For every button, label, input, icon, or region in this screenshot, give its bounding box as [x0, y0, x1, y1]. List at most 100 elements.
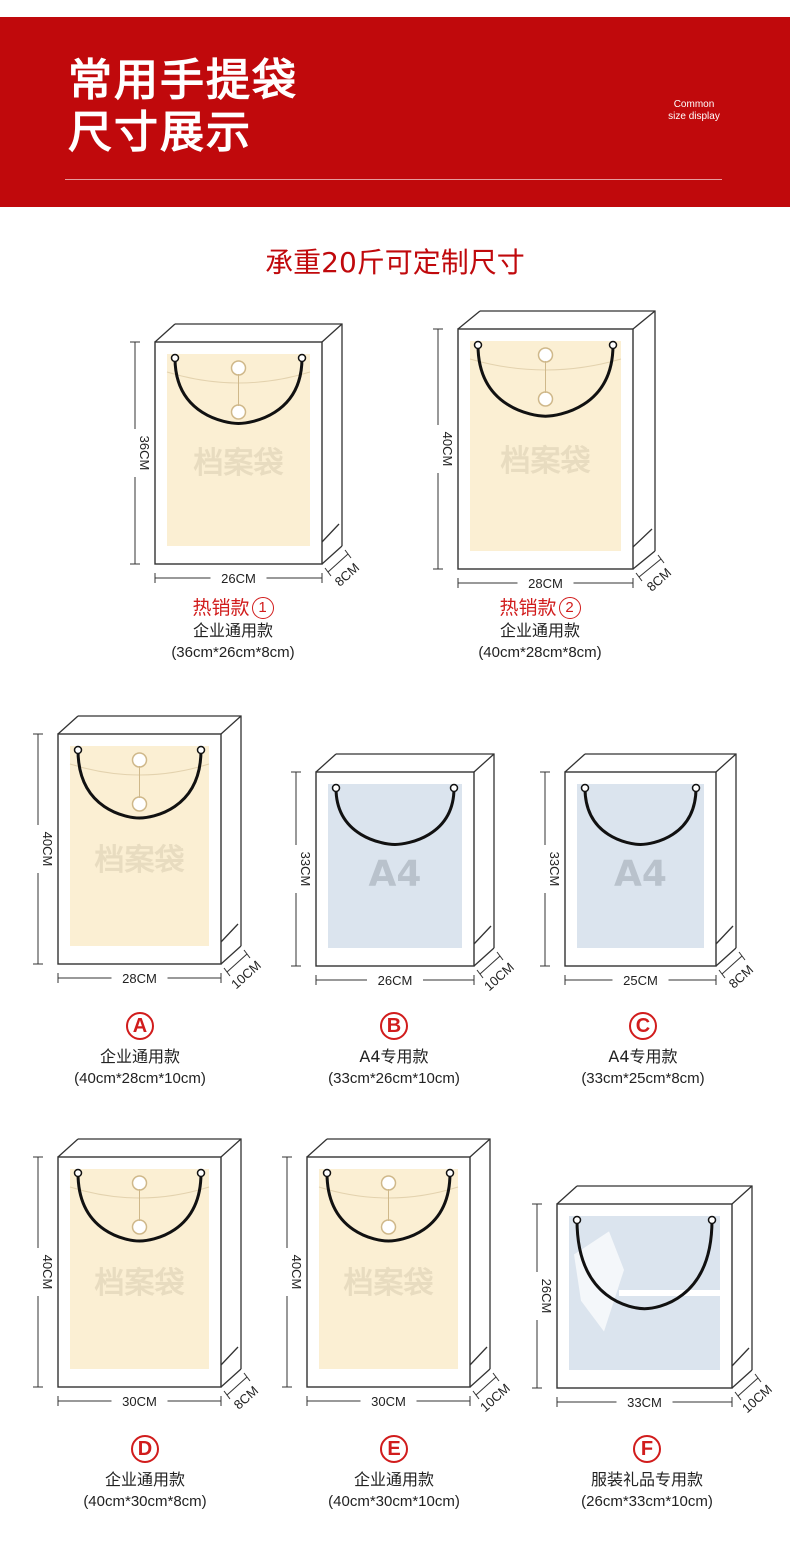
button-closure-icon: [131, 1219, 148, 1235]
dimension-tick: [734, 1391, 742, 1401]
hot-seller-text: 热销款: [192, 597, 250, 619]
bag-gusset-fold: [632, 528, 653, 548]
dimension-tick: [754, 1373, 762, 1383]
button-closure-icon: [230, 404, 247, 420]
bag-content-panel: [328, 784, 462, 948]
label-mask: [30, 825, 46, 873]
height-label: 40CM: [289, 1255, 304, 1290]
width-label: 25CM: [623, 973, 658, 988]
height-label: 40CM: [440, 432, 455, 467]
rope-handle-icon: [325, 1172, 452, 1243]
eyelet-icon: [449, 783, 459, 793]
bag-bottom-right-edge: [220, 1368, 242, 1388]
dimension-tick: [492, 1372, 500, 1382]
hot-seller-number: 2: [558, 597, 581, 619]
bag-content-label: 档案袋: [194, 446, 284, 481]
label-mask: [517, 574, 574, 592]
eyelet-icon: [196, 745, 206, 755]
button-closure-icon: [230, 360, 247, 376]
button-closure-icon: [380, 1219, 397, 1235]
bag-top-right-edge: [632, 310, 656, 330]
depth-dimension-line: [475, 1376, 497, 1396]
depth-label: 10CM: [739, 1381, 775, 1415]
label-mask: [537, 845, 553, 893]
label-mask: [430, 425, 446, 473]
bag-content-label: A4: [369, 854, 422, 895]
model-size: (40cm*30cm*10cm): [328, 1493, 460, 1510]
bag-top-right-edge: [715, 753, 737, 773]
model-badge: C: [629, 1012, 657, 1040]
width-label: 28CM: [122, 971, 157, 986]
width-label: 26CM: [221, 571, 256, 586]
button-closure-icon: [537, 391, 554, 407]
width-label: 30CM: [122, 1394, 157, 1409]
model-badge: F: [633, 1435, 661, 1463]
bag-gusset-fold: [220, 1346, 239, 1366]
header-banner: 常用手提袋 尺寸展示 Common size display: [0, 17, 790, 207]
dimension-tick: [243, 1372, 251, 1382]
bag-top-right-edge: [321, 323, 343, 343]
english-line-2: size display: [668, 111, 720, 122]
shirt-collar-icon: [574, 1231, 624, 1332]
model-name: 服装礼品专用款: [590, 1470, 703, 1489]
bag-gusset-fold: [220, 923, 239, 943]
bag-bottom-right-edge: [321, 545, 343, 565]
label-mask: [288, 845, 304, 893]
height-label: 40CM: [40, 1255, 55, 1290]
label-mask: [612, 971, 669, 989]
label-mask: [279, 1248, 295, 1296]
depth-dimension-line: [638, 558, 662, 578]
english-subtitle: Common size display: [664, 99, 724, 123]
dimension-tick: [472, 1390, 480, 1400]
rope-handle-icon: [476, 344, 615, 418]
bag-bottom-right-edge: [473, 947, 495, 967]
model-badge: A: [126, 1012, 154, 1040]
model-name: 企业通用款: [99, 1047, 180, 1066]
bag-top-left-edge: [154, 323, 176, 343]
model-size: (40cm*28cm*10cm): [74, 1070, 206, 1087]
depth-dimension-line: [721, 955, 743, 975]
model-name: A4专用款: [608, 1047, 678, 1066]
eyelet-icon: [580, 783, 590, 793]
hot-seller-number: 1: [251, 597, 274, 619]
title-line-2: 尺寸展示: [68, 107, 252, 158]
bag-content-label: 档案袋: [95, 1266, 185, 1301]
height-label: 33CM: [547, 852, 562, 887]
button-closure-icon: [380, 1175, 397, 1191]
bag-top-left-edge: [315, 753, 337, 773]
eyelet-icon: [572, 1215, 582, 1225]
label-mask: [127, 429, 143, 477]
rope-handle-icon: [76, 749, 203, 820]
height-label: 26CM: [539, 1279, 554, 1314]
dimension-tick: [635, 572, 643, 582]
dimension-tick: [738, 951, 746, 961]
depth-dimension-line: [327, 553, 349, 573]
model-badge: B: [380, 1012, 408, 1040]
label-mask: [616, 1393, 673, 1411]
model-name: 企业通用款: [353, 1470, 434, 1489]
bag-bottom-right-edge: [469, 1368, 491, 1388]
eyelet-icon: [73, 1168, 83, 1178]
depth-dimension-line: [226, 953, 248, 973]
section-subtitle: 承重20斤可定制尺寸: [265, 246, 525, 279]
dimension-tick: [344, 549, 352, 559]
button-closure-icon: [131, 796, 148, 812]
eyelet-icon: [691, 783, 701, 793]
label-mask: [111, 969, 168, 987]
width-label: 28CM: [528, 576, 563, 591]
model-size: (26cm*33cm*10cm): [581, 1493, 713, 1510]
dimension-tick: [476, 969, 484, 979]
dimension-tick: [243, 949, 251, 959]
bag-gusset-fold: [473, 925, 492, 945]
eyelet-icon: [707, 1215, 717, 1225]
bag-top-left-edge: [306, 1138, 328, 1158]
bag-content-label: A4: [614, 854, 667, 895]
